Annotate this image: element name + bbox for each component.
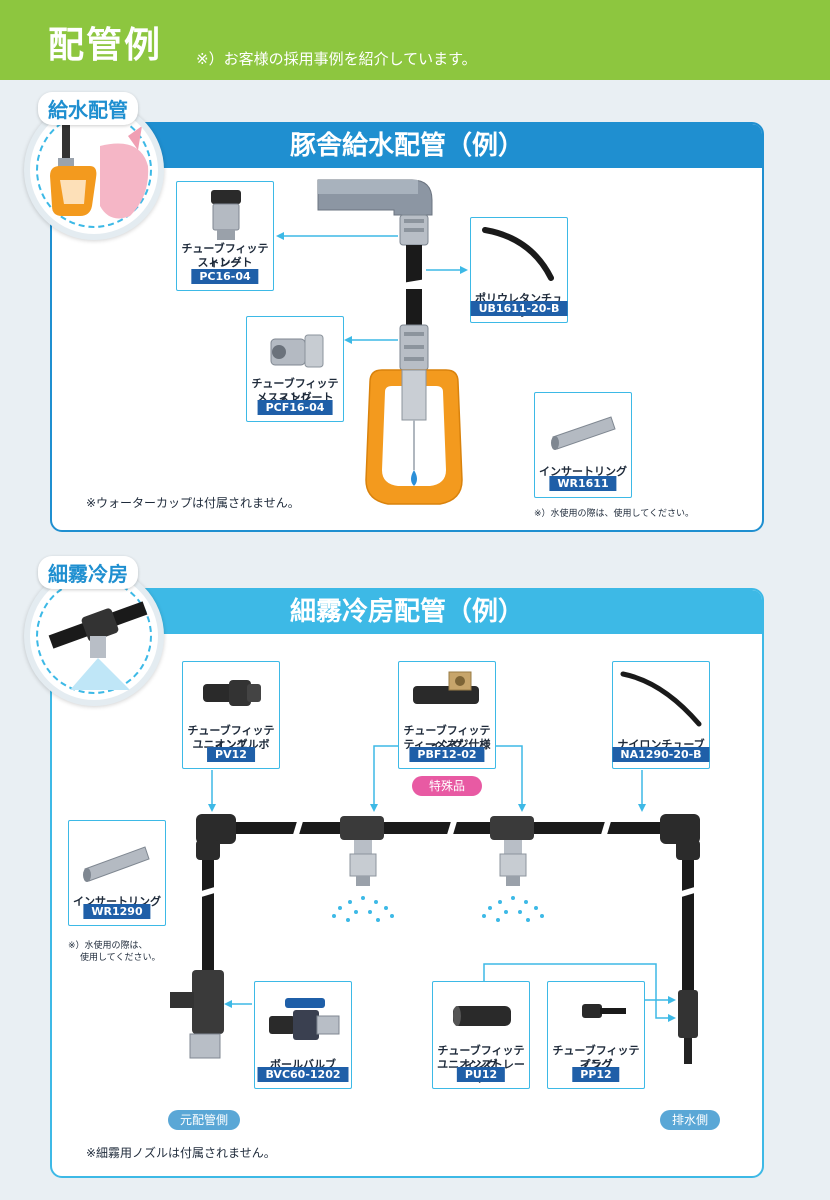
product-card-wr1611[interactable]: インサートリング WR1611 (534, 392, 632, 498)
product-code: WR1290 (83, 904, 151, 919)
product-card-pp12[interactable]: チューブフィッティング プラグ PP12 (547, 981, 645, 1089)
drain-side-label: 排水側 (660, 1110, 720, 1130)
product-name-line2: インサートリング (539, 465, 627, 478)
female-tee-fitting-icon (413, 671, 479, 704)
union-straight-icon (453, 1006, 511, 1026)
product-code: PC16-04 (191, 269, 259, 284)
product-code: PBF12-02 (409, 747, 485, 762)
product-card-pc16-04[interactable]: チューブフィッティング ストレート PC16-04 (176, 181, 274, 291)
origin-side-label: 元配管側 (168, 1110, 240, 1130)
mist-nozzle-icon (48, 601, 148, 690)
water-use-note: ※）水使用の際は、使用してください。 (534, 509, 695, 519)
product-name-line2: ストレート (197, 256, 253, 269)
ball-valve-icon (269, 998, 340, 1040)
product-code: NA1290-20-B (612, 747, 710, 762)
union-elbow-icon (203, 680, 261, 706)
insert-ring-icon (551, 416, 616, 450)
water-supply-panel-title: 豚舎給水配管（例） (52, 124, 762, 168)
mist-cooling-panel-title: 細霧冷房配管（例） (52, 590, 762, 634)
special-product-badge: 特殊品 (412, 776, 482, 796)
product-code: WR1611 (549, 476, 617, 491)
product-card-ub1611-20-b[interactable]: ポリウレタンチューブ UB1611-20-B (470, 217, 568, 323)
product-card-pcf16-04[interactable]: チューブフィッティング メスストレート PCF16-04 (246, 316, 344, 422)
nylon-tube-icon (620, 671, 702, 727)
water-use-note-line1: ※）水使用の際は、 (68, 941, 148, 951)
page-subtitle-note: ※）お客様の採用事例を紹介しています。 (196, 50, 477, 68)
page-title: 配管例 (48, 25, 163, 66)
product-code: UB1611-20-B (470, 301, 568, 316)
water-supply-diagram (276, 179, 468, 505)
mist-cooling-badge-image (24, 566, 164, 706)
female-straight-fitting-icon (270, 334, 324, 368)
mist-cooling-badge-label: 細霧冷房 (38, 556, 138, 589)
product-card-pu12[interactable]: チューブフィッティング ユニオンストレート PU12 (432, 981, 530, 1089)
straight-fitting-icon (211, 190, 241, 240)
plug-icon (582, 1004, 626, 1018)
product-code: BVC60-1202 (257, 1067, 349, 1082)
water-cup-note: ※ウォーターカップは付属されません。 (86, 496, 300, 510)
product-code: PV12 (207, 747, 255, 762)
product-card-pv12[interactable]: チューブフィッティング ユニオンエルボ PV12 (182, 661, 280, 769)
product-card-wr1290[interactable]: インサートリング WR1290 (68, 820, 166, 926)
nozzle-note: ※細霧用ノズルは付属されません。 (86, 1146, 276, 1160)
water-use-note-line2: 使用してください。 (80, 953, 161, 963)
product-code: PP12 (572, 1067, 620, 1082)
product-card-pbf12-02[interactable]: チューブフィッティング ティーメネジ仕様 PBF12-02 (398, 661, 496, 769)
product-card-na1290-20-b[interactable]: ナイロンチューブ NA1290-20-B (612, 661, 710, 769)
product-card-bvc60-1202[interactable]: ボールバルブ BVC60-1202 (254, 981, 352, 1089)
insert-ring-icon (83, 846, 150, 882)
polyurethane-tube-icon (482, 227, 554, 281)
page-header (0, 0, 830, 80)
product-name-line1: チューブフィッティング (181, 242, 269, 269)
product-code: PCF16-04 (257, 400, 333, 415)
water-supply-badge-label: 給水配管 (38, 92, 138, 125)
product-code: PU12 (456, 1067, 506, 1082)
pig-drinking-icon (50, 124, 149, 219)
